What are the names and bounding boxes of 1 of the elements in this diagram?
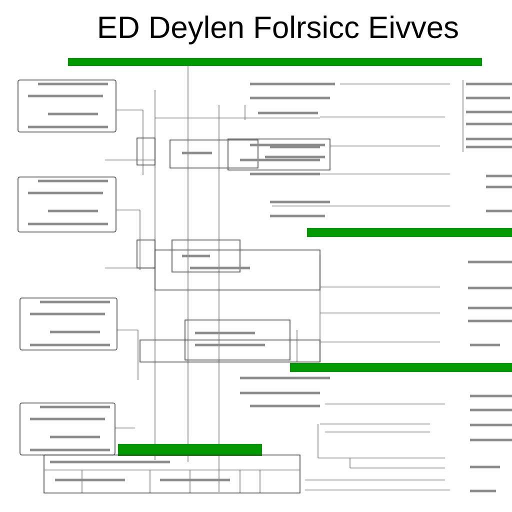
title: ED Deylen Folrsicc Eivves (99, 16, 458, 44)
